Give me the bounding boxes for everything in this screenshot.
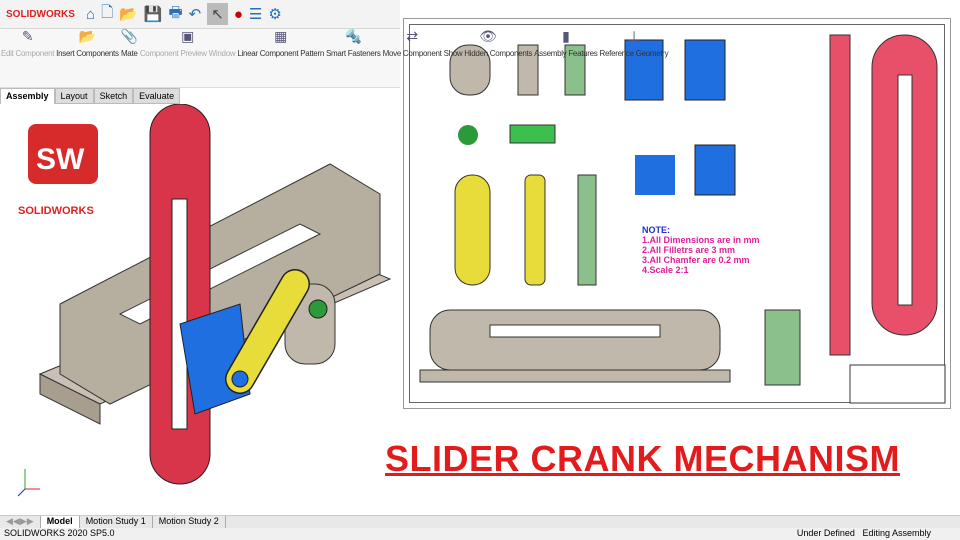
ribbon-label: Component Preview Window [139, 49, 236, 58]
new-document-icon[interactable]: 🗋 [101, 3, 114, 21]
tab-scroll-arrows[interactable]: ◀◀▶▶ [0, 516, 41, 528]
ribbon-icon: 📂 [78, 28, 96, 44]
ribbon-label: Insert Components [56, 49, 119, 58]
ribbon-label: Assembly Features [534, 49, 598, 58]
drawing-notes: NOTE: 1.All Dimensions are in mm 2.All F… [642, 225, 760, 275]
ribbon-button-assembly-features[interactable]: ▮ Assembly Features [533, 29, 598, 87]
note-line: 1.All Dimensions are in mm [642, 235, 760, 245]
tab-sketch[interactable]: Sketch [93, 88, 134, 104]
ribbon-label: Reference Geometry [599, 49, 669, 58]
ribbon-button-show-hidden-components[interactable]: 👁 Show Hidden Components [443, 29, 534, 87]
tab-evaluate[interactable]: Evaluate [133, 88, 181, 104]
ribbon-label: Linear Component Pattern [237, 49, 324, 58]
tab-model[interactable]: Model [40, 516, 80, 528]
ribbon-icon: ✎ [21, 28, 34, 44]
print-icon[interactable]: 🖶 [168, 3, 183, 21]
select-icon[interactable]: ↖ [207, 3, 228, 25]
definition-state: Under Defined [796, 528, 855, 538]
ribbon-icon: ▣ [181, 28, 195, 44]
ribbon-icon: ⊥ [627, 28, 640, 44]
headline-title: SLIDER CRANK MECHANISM [385, 438, 900, 479]
ribbon-button-move-component[interactable]: ⇄ Move Component [382, 29, 443, 87]
solidworks-logo: SOLIDWORKS [6, 8, 75, 20]
crank-link [225, 269, 310, 394]
ribbon-icon: 👁 [479, 28, 497, 44]
save-icon[interactable]: 💾 [143, 6, 163, 23]
file-properties-icon[interactable]: ☰ [248, 6, 263, 23]
block-views [624, 39, 736, 196]
open-icon[interactable]: 📂 [119, 6, 138, 23]
ribbon-icon: ▮ [562, 28, 570, 44]
tab-assembly[interactable]: Assembly [0, 88, 55, 104]
slider-link [149, 103, 211, 485]
ribbon-button-linear-component-pattern[interactable]: ▦ Linear Component Pattern [236, 29, 325, 87]
note-line: 3.All Chamfer are 0.2 mm [642, 255, 750, 265]
ribbon-label: Move Component [382, 49, 442, 58]
note-title: NOTE: [642, 225, 670, 235]
crank-views [454, 174, 597, 286]
quick-access-toolbar: ⌂ 🗋 📂 💾 🖶 ↶ ↖ ● ☰ ⚙ [86, 2, 282, 27]
slider-views [829, 34, 938, 356]
ribbon-button-reference-geometry[interactable]: ⊥ Reference Geometry [599, 29, 670, 87]
ribbon-icon: ⇄ [406, 28, 418, 44]
tab-layout[interactable]: Layout [54, 88, 94, 104]
version-label: SOLIDWORKS 2020 SP5.0 [4, 528, 115, 538]
ribbon-button-insert-components[interactable]: 📂 Insert Components [55, 29, 120, 87]
home-icon[interactable]: ⌂ [86, 5, 96, 23]
ribbon-button-mate[interactable]: 📎 Mate [120, 29, 139, 87]
ribbon-icon: 🔩 [344, 28, 362, 44]
status-bar: SOLIDWORKS 2020 SP5.0 Under Defined Edit… [0, 528, 960, 540]
ribbon-label: Show Hidden Components [443, 49, 533, 58]
note-line: 2.All Filletrs are 3 mm [642, 245, 736, 255]
tab-motion-study-2[interactable]: Motion Study 2 [153, 516, 226, 528]
options-icon[interactable]: ⚙ [268, 6, 282, 23]
frame-views [419, 309, 801, 386]
ribbon-label: Smart Fasteners [325, 49, 381, 58]
top-toolbar: SOLIDWORKS ⌂ 🗋 📂 💾 🖶 ↶ ↖ ● ☰ ⚙ [0, 0, 400, 29]
ribbon-label: Edit Component [1, 49, 55, 58]
bracket-views [449, 44, 586, 145]
tab-motion-study-1[interactable]: Motion Study 1 [80, 516, 153, 528]
editing-mode: Editing Assembly [862, 528, 931, 538]
ribbon-button-edit-component[interactable]: ✎ Edit Component [0, 29, 55, 87]
ribbon-label: Mate [120, 49, 138, 58]
undo-icon[interactable]: ↶ [188, 6, 202, 23]
3d-viewport[interactable]: SW SOLIDWORKS [0, 103, 398, 515]
rebuild-icon[interactable]: ● [233, 5, 243, 23]
ribbon-icon: ▦ [274, 28, 288, 44]
drawing-sheet: NOTE: 1.All Dimensions are in mm 2.All F… [403, 18, 951, 409]
svg-text:SW: SW [36, 143, 85, 176]
title-block [849, 364, 946, 404]
triad-axis-icon [17, 469, 40, 497]
ribbon-button-smart-fasteners[interactable]: 🔩 Smart Fasteners [325, 29, 382, 87]
ribbon-icon: 📎 [120, 28, 138, 44]
svg-text:SOLIDWORKS: SOLIDWORKS [18, 205, 94, 217]
sw-logo-cube: SW SOLIDWORKS [18, 124, 98, 217]
ribbon-button-component-preview-window[interactable]: ▣ Component Preview Window [139, 29, 237, 87]
command-manager-ribbon: ✎ Edit Component 📂 Insert Components📎 Mate ▣ C… [0, 29, 669, 88]
note-line: 4.Scale 2:1 [642, 265, 689, 275]
